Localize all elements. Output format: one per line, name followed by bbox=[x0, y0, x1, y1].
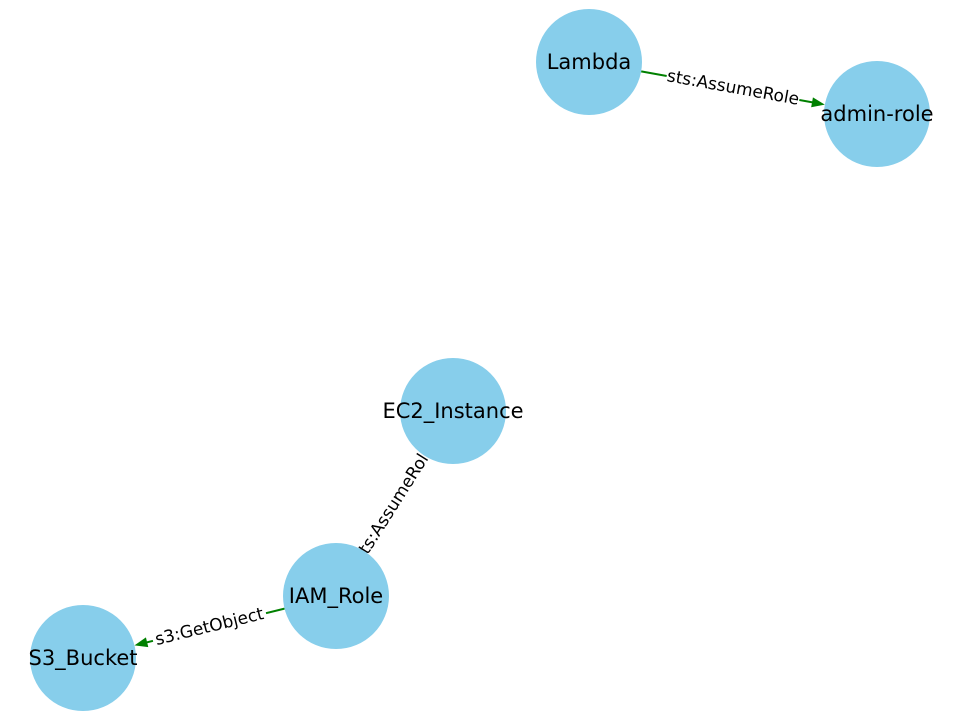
node-lambda[interactable]: Lambda bbox=[536, 9, 642, 115]
edge-label-background bbox=[150, 602, 269, 652]
node-admin-role[interactable]: admin-role bbox=[820, 61, 934, 167]
arrow-head-icon bbox=[811, 97, 825, 108]
edge-label: sts:AssumeRole bbox=[665, 66, 800, 109]
edge-label-background bbox=[664, 65, 802, 111]
edges-layer: sts:AssumeRole sts:AssumeRole s3:GetObject bbox=[134, 65, 825, 652]
arrow-head-icon bbox=[134, 637, 149, 648]
node-s3-bucket[interactable]: S3_Bucket bbox=[28, 605, 138, 711]
node-label: S3_Bucket bbox=[28, 646, 137, 671]
node-circle[interactable] bbox=[824, 61, 930, 167]
edge-label: sts:AssumeRole bbox=[350, 442, 438, 566]
node-label: admin-role bbox=[820, 102, 933, 126]
node-label: IAM_Role bbox=[289, 584, 383, 609]
edge-label-group: sts:AssumeRole bbox=[664, 65, 802, 111]
edge-label-group: sts:AssumeRole bbox=[349, 440, 440, 567]
node-iam-role[interactable]: IAM_Role bbox=[283, 543, 389, 649]
node-label: EC2_Instance bbox=[382, 399, 523, 424]
node-ec2-instance[interactable]: EC2_Instance bbox=[382, 358, 524, 464]
edge-ec2_instance-to-iam_role: sts:AssumeRole bbox=[349, 440, 440, 567]
edge-label-group: s3:GetObject bbox=[150, 602, 269, 652]
node-circle[interactable] bbox=[400, 358, 506, 464]
edge-iam_role-to-s3_bucket: s3:GetObject bbox=[134, 602, 285, 652]
node-circle[interactable] bbox=[536, 9, 642, 115]
edge-label: s3:GetObject bbox=[153, 604, 266, 650]
node-label: Lambda bbox=[547, 50, 632, 74]
node-circle[interactable] bbox=[30, 605, 136, 711]
edge-label-background bbox=[349, 440, 440, 567]
nodes-layer: Lambda admin-roleEC2_InstanceIAM_RoleS3_B… bbox=[28, 9, 934, 711]
edge-lambda-to-admin_role: sts:AssumeRole bbox=[640, 65, 825, 111]
node-circle[interactable] bbox=[283, 543, 389, 649]
